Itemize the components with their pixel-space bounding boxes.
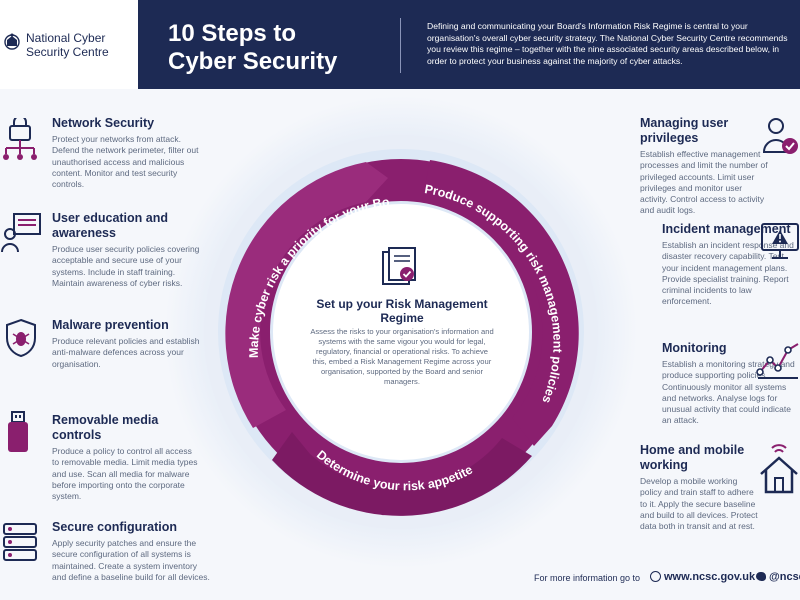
intro-text: Defining and communicating your Board's … xyxy=(427,21,788,66)
step-body: Apply security patches and ensure the se… xyxy=(52,538,210,582)
step-secure-configuration[interactable]: Secure configuration Apply security patc… xyxy=(52,520,210,583)
page-title: 10 Steps to Cyber Security xyxy=(168,20,337,76)
step-body: Establish a monitoring strategy and prod… xyxy=(662,359,795,426)
risk-wheel: Make cyber risk a priority for your Boar… xyxy=(140,88,637,568)
arrow-right-segment xyxy=(422,160,579,446)
footer-twitter-handle: @ncsc xyxy=(769,571,800,583)
footer-website-link[interactable]: www.ncsc.gov.uk xyxy=(650,571,755,583)
wheel-center xyxy=(273,204,529,460)
twitter-bird-icon xyxy=(756,572,766,581)
step-title: Home and mobile working xyxy=(640,443,758,473)
step-malware-prevention[interactable]: Malware prevention Produce relevant poli… xyxy=(52,318,200,370)
step-network-security[interactable]: Network Security Protect your networks f… xyxy=(52,116,200,190)
step-title: User education and awareness xyxy=(52,211,168,240)
step-title: Secure configuration xyxy=(52,520,178,534)
step-title: Removable media controls xyxy=(52,413,159,442)
step-body: Establish effective management processes… xyxy=(640,149,768,216)
header-divider xyxy=(400,18,401,73)
step-managing-user-privileges[interactable]: Managing user privileges Establish effec… xyxy=(640,116,768,217)
step-title-text: Home and mobile working xyxy=(640,443,745,472)
step-body: Protect your networks from attack. Defen… xyxy=(52,134,199,190)
step-title: Incident management xyxy=(662,222,791,236)
footer-more-info: For more information go to xyxy=(534,573,641,583)
network-icon xyxy=(3,118,37,160)
step-body: Establish an incident response and disas… xyxy=(662,240,794,307)
step-removable-media[interactable]: Removable media controls Produce a polic… xyxy=(52,413,200,502)
globe-icon xyxy=(650,571,661,582)
step-title: Network Security xyxy=(52,116,155,130)
org-name-line1: National Cyber xyxy=(26,31,106,45)
step-incident-management[interactable]: Incident management Establish an inciden… xyxy=(662,222,800,308)
wheel-scene-band xyxy=(204,135,598,529)
center-body: Assess the risks to your organisation's … xyxy=(310,327,494,386)
user-check-icon xyxy=(762,118,798,154)
step-body: Produce a policy to control all access t… xyxy=(52,446,198,502)
arrow-bottom-segment xyxy=(272,432,532,516)
footer-twitter-link[interactable]: @ncsc xyxy=(756,571,800,583)
user-education-icon xyxy=(1,213,41,253)
royal-crest-icon xyxy=(4,33,20,50)
usb-drive-icon xyxy=(8,411,28,452)
arrow-left-segment xyxy=(225,162,388,428)
title-line1: 10 Steps to xyxy=(168,20,297,47)
step-title: Managing user privileges xyxy=(640,116,729,145)
center-title: Set up your Risk Management Regime xyxy=(316,297,488,325)
ncsc-logo[interactable]: National Cyber Security Centre xyxy=(0,0,138,89)
step-home-mobile-working[interactable]: Home and mobile working Develop a mobile… xyxy=(640,443,758,532)
org-name: National Cyber Security Centre xyxy=(26,31,109,59)
org-name-line2: Security Centre xyxy=(26,45,109,59)
warning-monitor-icon xyxy=(761,223,799,259)
step-monitoring[interactable]: Monitoring Establish a monitoring strate… xyxy=(662,341,798,427)
step-body: Produce user security policies covering … xyxy=(52,244,200,288)
step-title: Monitoring xyxy=(662,341,727,355)
step-body: Develop a mobile working policy and trai… xyxy=(640,476,758,532)
title-line2: Cyber Security xyxy=(168,48,338,75)
home-wifi-icon xyxy=(760,444,798,494)
server-icon xyxy=(3,523,37,561)
step-body: Produce relevant policies and establish … xyxy=(52,336,200,369)
step-title: Malware prevention xyxy=(52,318,169,332)
document-check-icon xyxy=(382,247,416,285)
malware-bug-icon xyxy=(6,318,36,358)
line-graph-icon xyxy=(756,343,799,379)
header-banner: National Cyber Security Centre 10 Steps … xyxy=(0,0,800,89)
step-user-education[interactable]: User education and awareness Produce use… xyxy=(52,211,200,289)
footer-url-text: www.ncsc.gov.uk xyxy=(664,571,756,583)
